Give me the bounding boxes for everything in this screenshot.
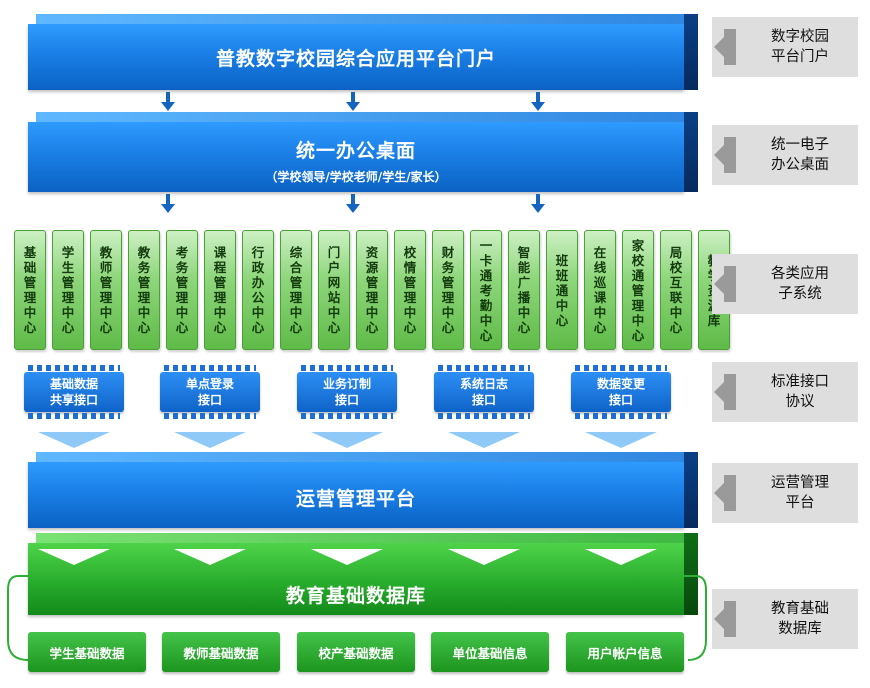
funnel-arrow-icon (448, 549, 520, 565)
side-label-line2: 平台 (785, 495, 815, 511)
subsystem-column: 基础管理中心 (14, 230, 46, 350)
interface-line2: 接口 (608, 393, 633, 407)
bar-side-face (684, 533, 698, 615)
subsystem-column: 一卡通考勤中心 (470, 230, 502, 350)
subsystem-column: 财务管理中心 (432, 230, 464, 350)
side-label: 统一电子办公桌面 (712, 125, 858, 185)
subsystem-column: 班班通中心 (546, 230, 578, 350)
db-table-tab: 学生基础数据 (28, 632, 146, 672)
interface-line1: 数据变更 (596, 377, 645, 391)
funnel-arrow-icon (311, 549, 383, 565)
subsystem-column: 门户网站中心 (318, 230, 350, 350)
side-label-line2: 办公桌面 (771, 157, 829, 173)
interface-line1: 基础数据 (49, 377, 98, 391)
interface-line1: 业务订制 (322, 377, 371, 391)
interface-line2: 接口 (471, 393, 496, 407)
desktop-title: 统一办公桌面 (295, 140, 416, 162)
bar-side-face (684, 112, 698, 192)
funnel-arrow-icon (174, 549, 246, 565)
interface-line2: 接口 (197, 393, 222, 407)
bar-top-face (36, 452, 698, 462)
unified-desktop-bar: 统一办公桌面 （学校领导/学校老师/学生/家长） (28, 112, 698, 192)
subsystem-column: 教师管理中心 (90, 230, 122, 350)
desktop-subtitle: （学校领导/学校老师/学生/家长） (265, 170, 447, 184)
funnel-arrow-icon (174, 432, 246, 448)
funnel-arrow-icon (38, 432, 110, 448)
bar-top-face (36, 533, 698, 543)
ops-title: 运营管理平台 (295, 488, 416, 510)
funnel-arrow-icon (311, 432, 383, 448)
side-label-line2: 协议 (785, 394, 815, 410)
subsystem-column: 家校通管理中心 (622, 230, 654, 350)
subsystem-column: 行政办公中心 (242, 230, 274, 350)
interface-chip: 业务订制接口 (297, 365, 397, 419)
subsystem-column: 智能广播中心 (508, 230, 540, 350)
funnel-arrow-icon (448, 432, 520, 448)
funnel-arrow-icon (38, 549, 110, 565)
interface-chip: 单点登录接口 (160, 365, 260, 419)
bar-side-face (684, 14, 698, 90)
bar-top-face (36, 14, 698, 24)
interface-line1: 系统日志 (459, 377, 508, 391)
subsystem-column: 在线巡课中心 (584, 230, 616, 350)
bar-top-face (36, 112, 698, 122)
subsystem-column: 局校互联中心 (660, 230, 692, 350)
interface-line2: 共享接口 (49, 393, 98, 407)
side-label-line1: 各类应用 (771, 266, 829, 282)
bar-side-face (684, 452, 698, 528)
portal-platform-bar: 普教数字校园综合应用平台门户 (28, 14, 698, 90)
db-table-tab: 单位基础信息 (431, 632, 549, 672)
funnel-arrow-icon (585, 432, 657, 448)
interface-chip: 数据变更接口 (571, 365, 671, 419)
subsystem-column: 考务管理中心 (166, 230, 198, 350)
subsystem-column: 课程管理中心 (204, 230, 236, 350)
side-label-line1: 数字校园 (771, 29, 829, 45)
interface-chip: 基础数据共享接口 (24, 365, 124, 419)
portal-title: 普教数字校园综合应用平台门户 (215, 48, 496, 70)
side-label-line2: 平台门户 (771, 49, 829, 65)
funnel-arrow-icon (585, 549, 657, 565)
db-table-tab: 用户帐户信息 (566, 632, 684, 672)
side-label-line2: 子系统 (778, 286, 822, 302)
side-label-line2: 数据库 (778, 621, 822, 637)
side-label-line1: 统一电子 (771, 137, 829, 153)
ops-platform-bar: 运营管理平台 (28, 452, 698, 528)
subsystem-column: 资源管理中心 (356, 230, 388, 350)
side-label-line1: 标准接口 (771, 374, 829, 390)
database-bar: 教育基础数据库 (28, 533, 698, 615)
side-label: 教育基础数据库 (712, 589, 858, 649)
database-title: 教育基础数据库 (285, 585, 426, 607)
interface-line1: 单点登录 (185, 377, 234, 391)
db-table-tab: 教师基础数据 (162, 632, 280, 672)
subsystem-column: 学生管理中心 (52, 230, 84, 350)
subsystem-column: 综合管理中心 (280, 230, 312, 350)
subsystem-column: 校情管理中心 (394, 230, 426, 350)
interface-line2: 接口 (334, 393, 359, 407)
interface-chip: 系统日志接口 (434, 365, 534, 419)
side-label: 各类应用子系统 (712, 254, 858, 314)
database-loop-line (7, 575, 707, 661)
subsystem-column: 教务管理中心 (128, 230, 160, 350)
side-label-line1: 运营管理 (771, 475, 829, 491)
side-label: 标准接口协议 (712, 362, 858, 422)
side-label: 数字校园平台门户 (712, 17, 858, 77)
side-label-line1: 教育基础 (771, 601, 829, 617)
side-label: 运营管理平台 (712, 463, 858, 523)
db-table-tab: 校产基础数据 (297, 632, 415, 672)
